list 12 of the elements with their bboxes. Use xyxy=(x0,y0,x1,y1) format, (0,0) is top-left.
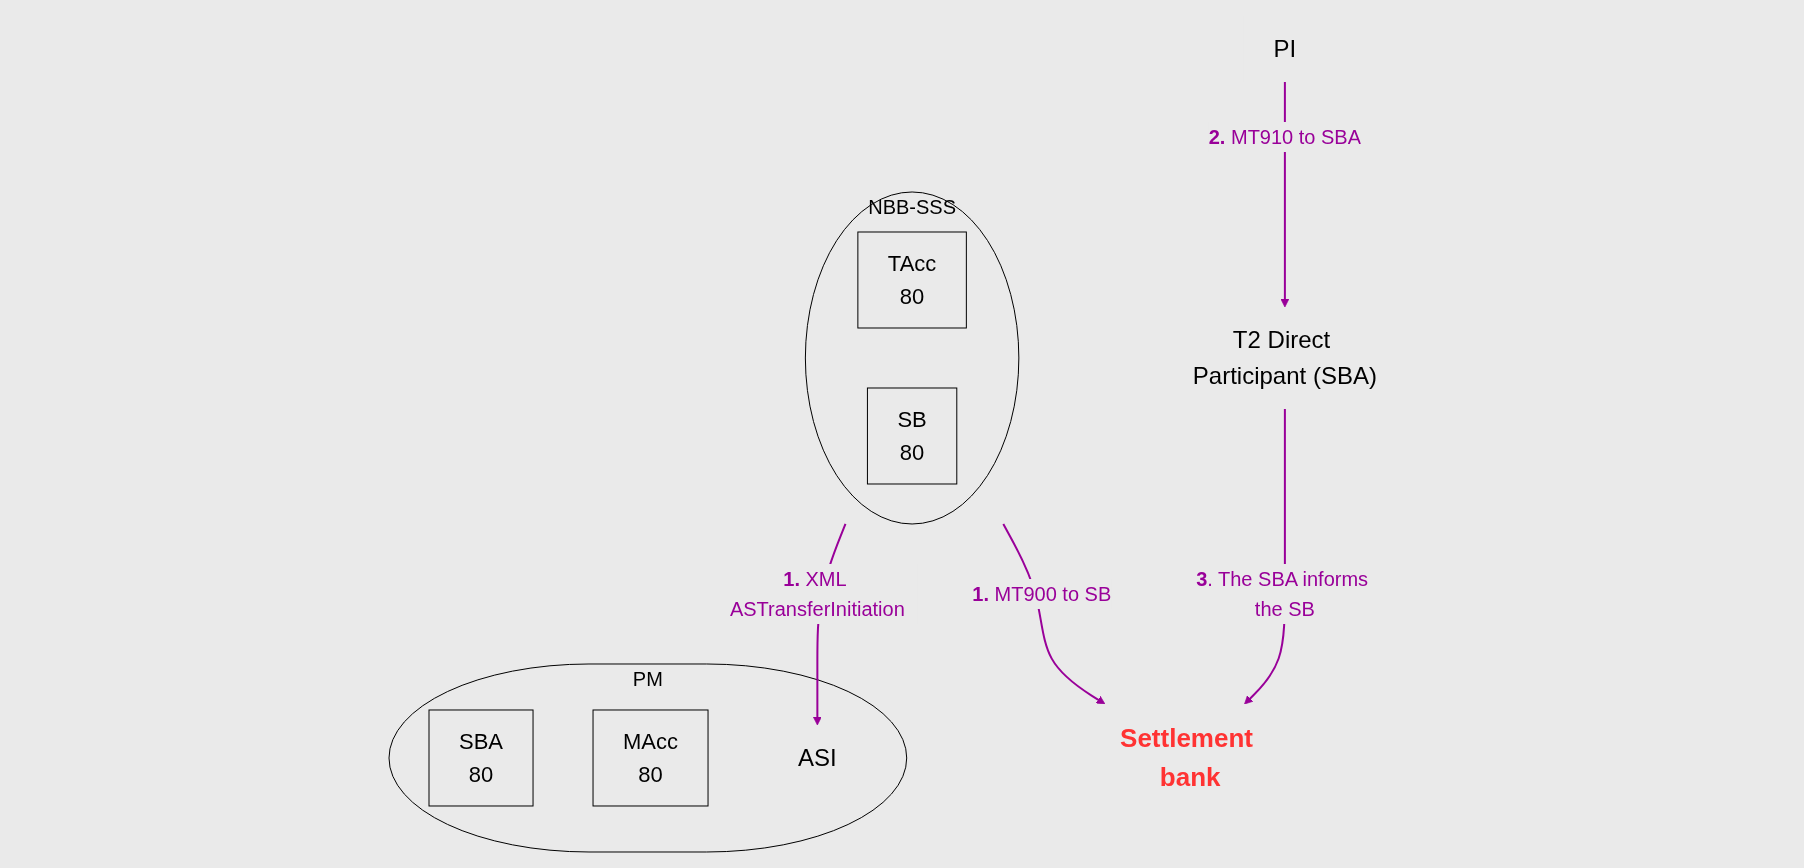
node-text: PI xyxy=(1273,35,1297,62)
edge-label: 2. MT910 to SBA xyxy=(1208,126,1362,148)
edge-label: 1. MT900 to SB xyxy=(972,582,1112,605)
node-box: SBA 80 xyxy=(428,709,534,807)
node-text: T2 Direct Participant (SBA) xyxy=(1192,325,1377,389)
node-text: Settlement bank xyxy=(1120,722,1254,792)
node-box: MAcc 80 xyxy=(592,709,709,807)
edge-label: 1. XML ASTransferInitiation xyxy=(729,567,905,620)
edge-label: 3. The SBA informs the SB xyxy=(1196,567,1369,620)
node-box: SB 80 xyxy=(867,387,958,485)
node-text: ASI xyxy=(798,743,837,771)
node-box: TAcc 80 xyxy=(857,231,967,329)
